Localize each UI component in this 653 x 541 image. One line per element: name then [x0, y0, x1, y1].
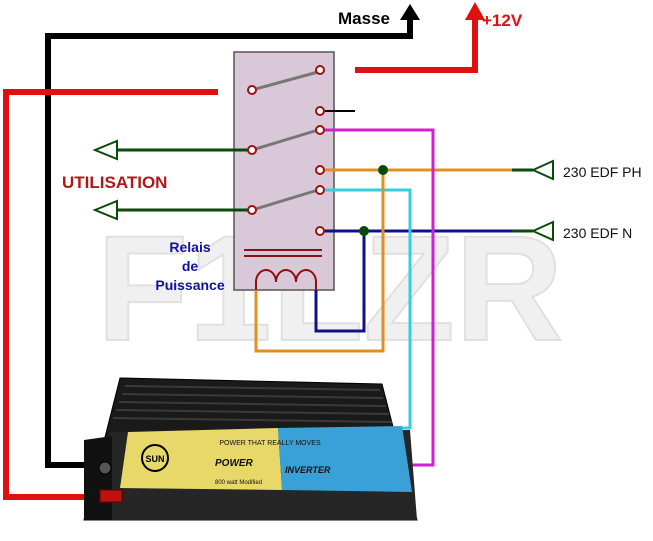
switch-blade-1 [251, 70, 319, 92]
cyan-wire [320, 188, 412, 430]
ground-wire [45, 18, 413, 468]
inverter-brand: POWER [215, 458, 254, 469]
switch-blade-2 [251, 128, 319, 152]
coil-neutral-wire [314, 231, 366, 333]
relay-label-line3: Puissance [155, 277, 224, 293]
switch-blade-3 [251, 188, 319, 212]
usage-arrow-2 [92, 199, 118, 221]
power-inverter: SUN POWER THAT REALLY MOVES POWER INVERT… [83, 377, 418, 521]
usage-arrow-1 [92, 139, 118, 161]
positive-label: +12V [482, 11, 523, 30]
relay-label-line1: Relais [169, 239, 210, 255]
grid-phase-label: 230 EDF PH [563, 164, 642, 180]
positive-feed-wire [3, 89, 218, 500]
magenta-wire [320, 128, 435, 467]
inverter-tagline: POWER THAT REALLY MOVES [219, 440, 321, 447]
inverter-rating: 800 watt Modified [215, 480, 262, 486]
relay-label-line2: de [182, 258, 199, 274]
inverter-brand-sub: INVERTER [285, 465, 331, 475]
coil-winding [255, 269, 317, 290]
usage-label: UTILISATION [62, 173, 167, 192]
positive-wire [355, 18, 478, 73]
neutral-junction [359, 226, 369, 236]
relay-contacts [247, 65, 325, 236]
positive-arrow [465, 2, 485, 20]
ground-label: Masse [338, 9, 390, 28]
neutral-arrow [530, 220, 554, 242]
coil-phase-wire [254, 170, 385, 353]
grid-neutral-label: 230 EDF N [563, 225, 632, 241]
ground-arrow [400, 4, 420, 20]
phase-junction [378, 165, 388, 175]
phase-arrow [530, 159, 554, 181]
inverter-logo: SUN [145, 454, 164, 464]
